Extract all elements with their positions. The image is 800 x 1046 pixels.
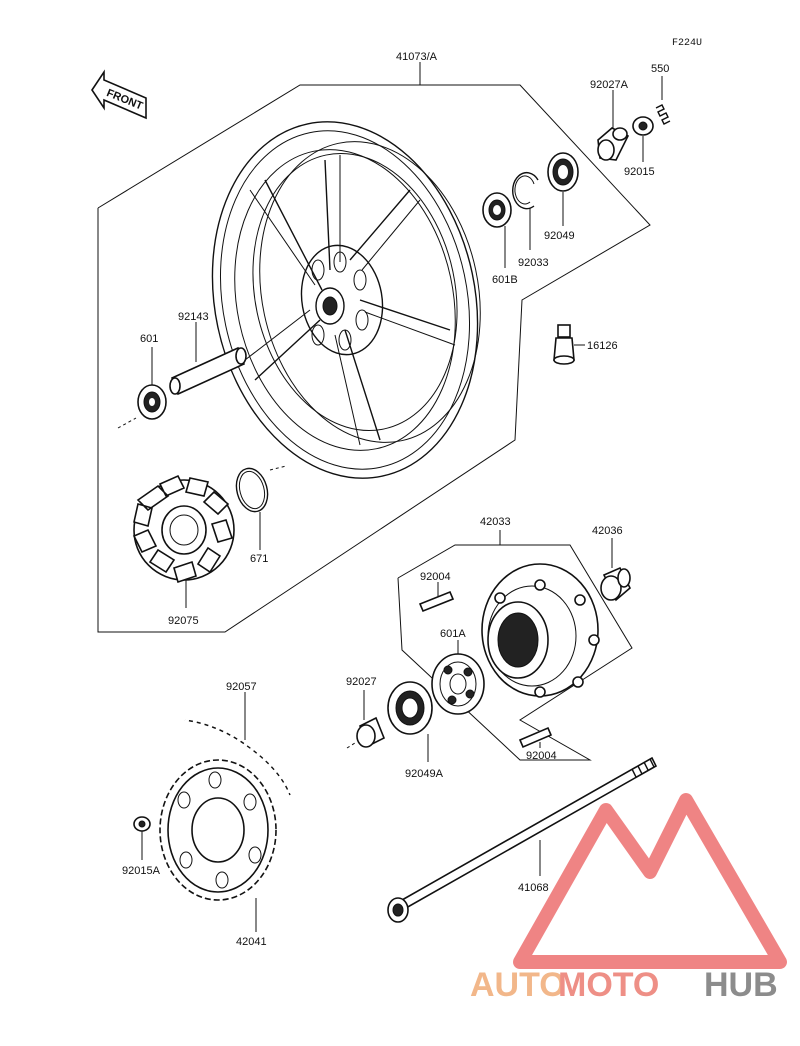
part-92075 bbox=[132, 474, 235, 584]
label-92049: 92049 bbox=[544, 230, 575, 242]
part-92143 bbox=[169, 346, 247, 396]
label-42041: 42041 bbox=[236, 936, 267, 948]
label-601a: 601A bbox=[440, 628, 466, 640]
label-92049a: 92049A bbox=[405, 768, 444, 780]
label-42033: 42033 bbox=[480, 516, 511, 528]
part-92004-bottom bbox=[518, 726, 553, 749]
part-550 bbox=[655, 104, 671, 125]
label-671: 671 bbox=[250, 553, 268, 565]
part-92015a bbox=[133, 816, 151, 832]
part-92033 bbox=[512, 171, 539, 210]
part-16126 bbox=[553, 324, 575, 365]
watermark-text: AUTO MOTO HUB bbox=[470, 966, 778, 1004]
part-42041 bbox=[159, 759, 277, 901]
part-92027 bbox=[356, 716, 386, 748]
label-92057: 92057 bbox=[226, 681, 257, 693]
part-671 bbox=[235, 467, 269, 513]
label-92027a: 92027A bbox=[590, 79, 629, 91]
label-550: 550 bbox=[651, 63, 669, 75]
label-92075: 92075 bbox=[168, 615, 199, 627]
part-42033 bbox=[481, 563, 600, 698]
part-601a bbox=[431, 653, 485, 715]
label-41068: 41068 bbox=[518, 882, 549, 894]
part-41068 bbox=[387, 756, 658, 923]
label-601: 601 bbox=[140, 333, 158, 345]
part-601 bbox=[137, 384, 167, 420]
label-601b: 601B bbox=[492, 274, 518, 286]
wheel-assembly-outline bbox=[97, 84, 651, 633]
part-92004-top bbox=[418, 590, 455, 613]
label-92143: 92143 bbox=[178, 311, 209, 323]
label-92004-top: 92004 bbox=[420, 571, 451, 583]
watermark-part1: AUTO bbox=[470, 966, 566, 1004]
part-92049 bbox=[547, 152, 579, 192]
part-601b bbox=[482, 192, 512, 228]
rear-wheel bbox=[211, 121, 481, 479]
watermark-part3: HUB bbox=[704, 966, 778, 1004]
part-92015 bbox=[632, 116, 654, 136]
part-92049a bbox=[387, 681, 433, 735]
diagram-code: F224U bbox=[672, 38, 702, 49]
part-92057 bbox=[184, 717, 293, 796]
label-92004-bottom: 92004 bbox=[526, 750, 557, 762]
part-92027a bbox=[597, 127, 630, 161]
label-92015a: 92015A bbox=[122, 865, 161, 877]
part-42036 bbox=[600, 566, 631, 602]
label-92033: 92033 bbox=[518, 257, 549, 269]
watermark-logo-icon bbox=[513, 793, 787, 969]
front-arrow-icon: FRONT bbox=[91, 69, 147, 120]
label-16126: 16126 bbox=[587, 340, 618, 352]
label-41073a: 41073/A bbox=[396, 51, 438, 63]
watermark-part2: MOTO bbox=[558, 966, 659, 1004]
label-92015: 92015 bbox=[624, 166, 655, 178]
label-92027: 92027 bbox=[346, 676, 377, 688]
label-42036: 42036 bbox=[592, 525, 623, 537]
